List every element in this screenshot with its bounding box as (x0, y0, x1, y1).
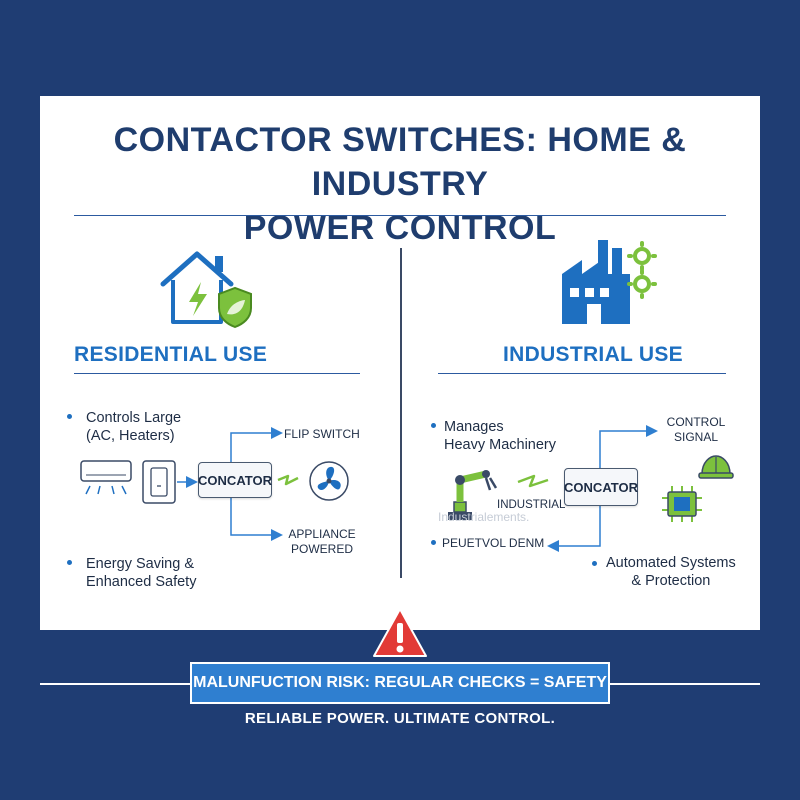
air-conditioner-icon (80, 460, 132, 495)
industrial-flow-arrows (517, 425, 658, 552)
industrial-underline (438, 373, 726, 374)
wall-switch-icon (142, 460, 176, 504)
tagline: RELIABLE POWER. ULTIMATE CONTROL. (244, 710, 556, 727)
industrial-contactor-box: CONCATOR (564, 468, 638, 506)
flip-switch-label: FLIP SWITCH (284, 427, 360, 441)
control-signal-label: CONTROL SIGNAL (656, 415, 736, 445)
industrial-bullet-1-line-2: Heavy Machinery (444, 437, 557, 453)
warning-icon (373, 608, 427, 657)
industrial-bullet-2-line-2: & Protection (631, 573, 711, 589)
title-underline (74, 215, 726, 216)
residential-bullet-1-line-2: (AC, Heaters) (86, 428, 175, 444)
residential-bullet-2: Energy Saving & Enhanced Safety (86, 555, 196, 591)
info-card: CONTACTOR SWITCHES: HOME & INDUSTRY POWE… (40, 96, 760, 630)
residential-heading: RESIDENTIAL USE (74, 343, 268, 366)
residential-bullet-1-line-1: Controls Large (86, 410, 182, 426)
industrial-label: INDUSTRIAL (497, 499, 566, 511)
bullet-dot (67, 560, 72, 565)
industrial-bullet-1: Manages Heavy Machinery (444, 418, 556, 454)
bullet-dot (431, 540, 436, 545)
industrial-bullet-2: Automated Systems & Protection (606, 554, 736, 590)
industrial-bullet-1-line-1: Manages (444, 419, 504, 435)
robot-arm-icon (448, 470, 498, 520)
title-line-1: CONTACTOR SWITCHES: HOME & INDUSTRY (113, 121, 687, 203)
industrial-heading: INDUSTRIAL USE (503, 343, 683, 366)
chip-icon (662, 486, 702, 522)
residential-contactor-box: CONCATOR (198, 462, 272, 498)
residential-bullet-2-line-1: Energy Saving & (86, 556, 195, 572)
hard-hat-icon (698, 455, 734, 479)
control-line-1: CONTROL (666, 415, 726, 429)
appliance-line-1: APPLIANCE (288, 527, 356, 541)
bullet-dot (67, 414, 72, 419)
appliance-powered-label: APPLIANCE POWERED (284, 527, 360, 557)
residential-bullet-1: Controls Large (AC, Heaters) (86, 409, 181, 445)
malfunction-risk-banner: MALUNFUCTION RISK: REGULAR CHECKS = SAFE… (190, 662, 610, 704)
fan-icon (309, 461, 349, 501)
column-divider (400, 248, 402, 578)
industrial-bullet-2-line-1: Automated Systems (606, 555, 736, 571)
residential-flow-arrows (177, 427, 299, 541)
appliance-line-2: POWERED (290, 542, 353, 556)
factory-icon (562, 240, 657, 324)
banner-line-right (610, 683, 760, 685)
control-line-2: SIGNAL (673, 430, 718, 444)
residential-bullet-2-line-2: Enhanced Safety (86, 574, 197, 590)
bullet-dot (431, 423, 436, 428)
residential-underline (74, 373, 360, 374)
bullet-dot (592, 561, 597, 566)
banner-line-left (40, 683, 190, 685)
industrial-bottom-label: PEUETVOL DENM (442, 536, 545, 550)
ghost-watermark-text: Industrialements. (438, 510, 530, 524)
house-icon (160, 251, 252, 329)
